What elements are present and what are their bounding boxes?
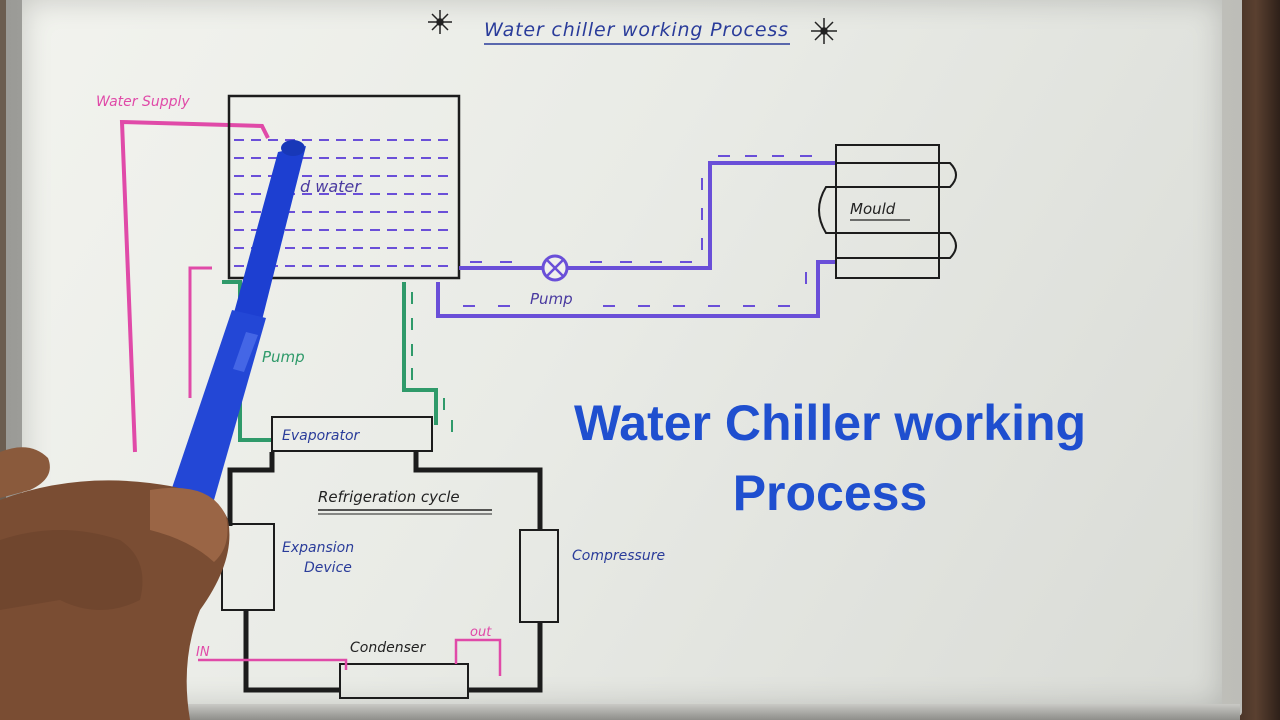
water-tank [227, 94, 461, 280]
compressor-box [519, 529, 559, 623]
tank-label: d water [300, 177, 362, 196]
heading-text: Water chiller working Process [484, 19, 788, 41]
overlay-title-line1: Water Chiller working [573, 395, 1087, 451]
pump-valve-symbol [541, 254, 569, 282]
mould-coil [818, 162, 957, 259]
pump-label: Pump [530, 290, 573, 308]
condenser-out-label: out [470, 625, 492, 640]
presenter-hand [0, 447, 230, 720]
evaporator-label: Evaporator [282, 428, 361, 444]
refrigeration-loop-bottom-left [243, 610, 340, 693]
mould-box [835, 144, 940, 279]
marker-pen [172, 140, 306, 500]
water-supply-pipe [119, 119, 270, 453]
heading-sparkle-left [428, 10, 452, 34]
flow-arrows-green [411, 292, 453, 432]
evaporator-box [271, 416, 433, 452]
condenser-label: Condenser [350, 640, 426, 656]
condenser-water-in-pipe [198, 658, 348, 670]
condenser-water-out-pipe [454, 638, 502, 676]
chilled-water-return-pipe [436, 260, 836, 318]
heading-sparkle-right [811, 18, 837, 44]
whiteboard-tray [0, 704, 1240, 720]
expansion-label-line2: Device [304, 560, 352, 576]
water-supply-label: Water Supply [96, 94, 190, 110]
refrigeration-cycle-label: Refrigeration cycle [318, 488, 460, 506]
green-pump-label: Pump [262, 348, 305, 366]
refrigeration-loop-left [227, 452, 275, 526]
overlay-title-line2: Process [732, 465, 928, 521]
chilled-water-supply-pipe [459, 161, 836, 270]
pink-pipe-left-return [188, 266, 212, 398]
compressor-label: Compressure [572, 548, 665, 564]
expansion-device-box [221, 523, 275, 611]
green-pipe-right [402, 282, 438, 425]
refrigeration-loop-right [413, 452, 543, 530]
mould-label: Mould [850, 200, 896, 218]
condenser-box [339, 663, 469, 699]
expansion-label-line1: Expansion [282, 540, 354, 556]
condenser-in-label: IN [196, 645, 210, 660]
flow-arrows-purple [463, 155, 812, 307]
refrigeration-loop-bottom-right [468, 622, 543, 693]
video-title-overlay: Water Chiller working Process [520, 388, 1140, 528]
